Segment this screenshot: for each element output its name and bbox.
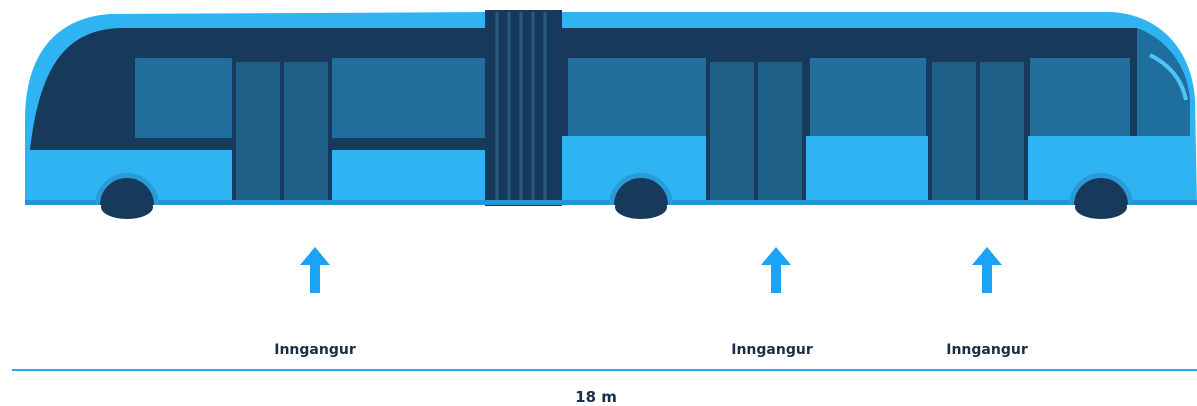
entrance-label: Inngangur xyxy=(946,342,1027,358)
bus-articulation-joint xyxy=(485,10,562,206)
arrow-up-icon xyxy=(300,247,330,293)
bus-rear-section xyxy=(25,12,490,205)
entrance-label: Inngangur xyxy=(731,342,812,358)
arrow-up-icon xyxy=(761,247,791,293)
entrance-label: Inngangur xyxy=(274,342,355,358)
articulated-bus-illustration xyxy=(0,0,1197,230)
length-dimension-line xyxy=(12,369,1197,371)
arrow-up-icon xyxy=(972,247,1002,293)
length-label: 18 m xyxy=(575,388,617,406)
